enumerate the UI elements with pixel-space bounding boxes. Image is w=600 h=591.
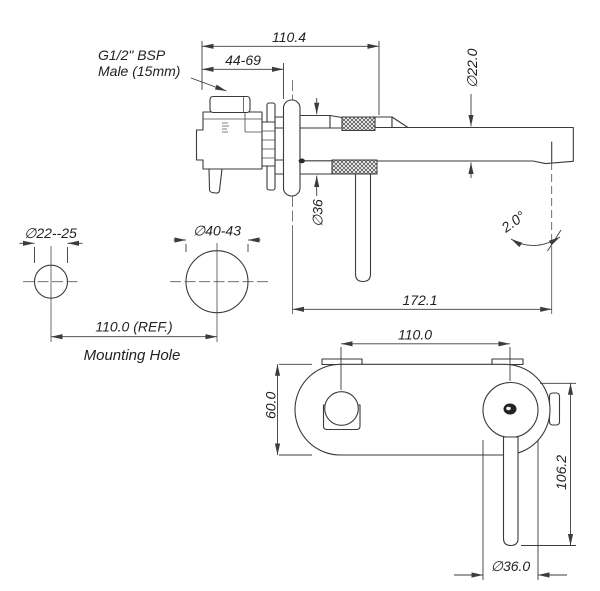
lower-inlet-stub: [274, 159, 285, 175]
hole-centerlines-vertical: [50, 243, 218, 342]
trim-diameter-label: ∅36: [310, 199, 326, 227]
bsp-note-line2: Male (15mm): [98, 63, 180, 79]
spout-length-label: 172.1: [402, 292, 437, 308]
lever-drop-label: 106.2: [553, 455, 569, 490]
valve-body-detail: [203, 112, 262, 133]
mounting-hole-caption: Mounting Hole: [84, 347, 181, 364]
dim-lever-drop: 106.2: [521, 382, 576, 546]
upper-sleeve-end: [374, 116, 393, 129]
valve-bottom-tab: [208, 168, 223, 194]
dim-centre-distance: 110.0: [340, 327, 511, 390]
spout-stub-circle: [324, 391, 359, 426]
side-view: 2.0° 110.4 44-69 G1/2" BSP Male (15mm) ∅…: [98, 29, 574, 314]
wall-depth-label: 44-69: [225, 52, 261, 68]
upper-sleeve-taper: [329, 114, 343, 129]
brand-mark: [222, 122, 229, 133]
front-view: 110.0 60.0 106.2 ∅36.0: [263, 327, 576, 580]
small-hole-label: ∅22--25: [24, 225, 77, 241]
set-screw-dot: [298, 158, 305, 164]
side-outlet-bump: [548, 392, 561, 426]
upper-knurl-ring: [341, 116, 376, 131]
side-lever: [354, 173, 372, 283]
bsp-note-line1: G1/2" BSP: [98, 47, 166, 63]
dim-handle-diameter: ∅36.0: [454, 440, 567, 580]
angle-label: 2.0°: [498, 208, 529, 236]
lower-knurl-ring: [331, 159, 378, 175]
mounting-hole-view: ∅22--25 ∅40-43 110.0 (REF.) Mounting Hol…: [19, 223, 268, 364]
dim-wall-depth: 44-69: [202, 52, 284, 99]
handle-diameter-label: ∅36.0: [491, 558, 531, 574]
valve-cap: [209, 95, 251, 114]
large-hole-label: ∅40-43: [193, 223, 241, 239]
sleeve-cone: [391, 116, 409, 129]
bsp-leader-arrow: [190, 77, 227, 92]
spout-diameter-label: ∅22.0: [464, 48, 480, 88]
total-reach-label: 110.4: [272, 29, 306, 45]
hole-spacing-label: 110.0 (REF.): [95, 319, 172, 335]
lower-trim-sleeve: [299, 160, 333, 175]
centre-distance-label: 110.0: [398, 327, 432, 343]
upper-inlet-stub: [274, 116, 285, 129]
label-bsp-note: G1/2" BSP Male (15mm): [98, 47, 227, 92]
front-plate: [294, 363, 551, 456]
dim-plate-height: 60.0: [263, 363, 312, 456]
wall-plate-side: [282, 99, 301, 197]
valve-body: [195, 111, 263, 170]
dim-trim-diameter: ∅36: [310, 98, 326, 227]
dim-hole-spacing: 110.0 (REF.): [51, 319, 217, 340]
mounting-lug-left: [321, 358, 363, 366]
lever-hub-highlight: [506, 406, 511, 411]
front-lever: [502, 436, 519, 547]
upper-trim-sleeve: [299, 114, 331, 129]
dim-spout-diameter: ∅22.0: [464, 48, 480, 178]
dim-large-hole: ∅40-43: [173, 223, 261, 252]
mounting-lug-right: [491, 358, 524, 366]
spout-tube: [299, 126, 574, 165]
dim-spout-length: 172.1: [292, 292, 552, 312]
dim-small-hole: ∅22--25: [19, 225, 83, 263]
plate-height-label: 60.0: [263, 392, 279, 419]
